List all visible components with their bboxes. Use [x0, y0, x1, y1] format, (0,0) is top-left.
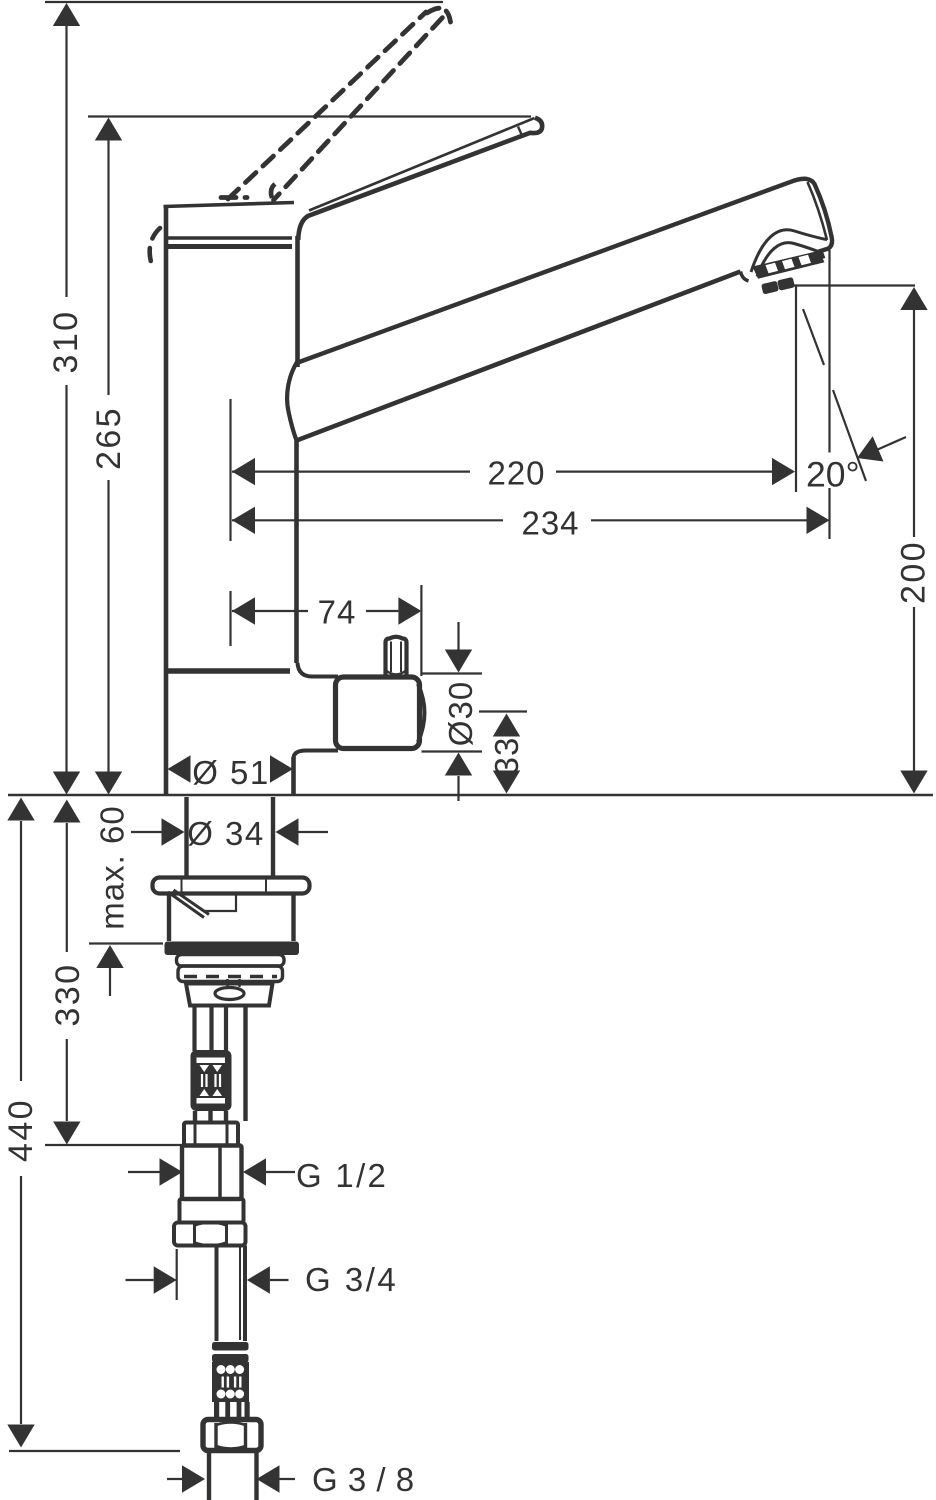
svg-text:234: 234 — [521, 505, 579, 542]
svg-text:74: 74 — [318, 594, 357, 631]
svg-text:Ø30: Ø30 — [442, 681, 479, 746]
svg-text:G 3 / 8: G 3 / 8 — [312, 1461, 415, 1498]
svg-text:200: 200 — [895, 540, 933, 604]
svg-text:max. 60: max. 60 — [94, 805, 131, 929]
svg-text:220: 220 — [487, 455, 545, 492]
svg-text:330: 330 — [49, 963, 87, 1027]
svg-text:20°: 20° — [806, 455, 860, 495]
svg-text:33: 33 — [488, 737, 525, 776]
svg-text:Ø 51: Ø 51 — [192, 754, 270, 791]
svg-text:265: 265 — [90, 406, 128, 470]
svg-text:440: 440 — [2, 1098, 40, 1162]
svg-text:G 1/2: G 1/2 — [296, 1157, 388, 1194]
svg-text:G 3/4: G 3/4 — [305, 1261, 398, 1298]
svg-text:Ø 34: Ø 34 — [187, 815, 265, 852]
svg-text:310: 310 — [47, 310, 85, 374]
